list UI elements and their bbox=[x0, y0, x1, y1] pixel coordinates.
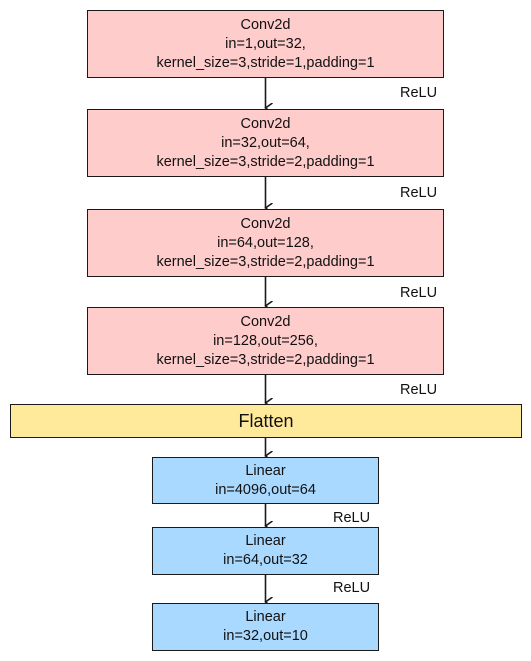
relu-activation-label: ReLU bbox=[333, 580, 371, 596]
layer-type-label: Linear bbox=[245, 609, 286, 625]
conv2d-layer-4: Conv2d in=128,out=256, kernel_size=3,str… bbox=[87, 307, 444, 375]
conv2d-layer-2: Conv2d in=32,out=64, kernel_size=3,strid… bbox=[87, 109, 444, 177]
layer-type-label: Conv2d bbox=[240, 215, 291, 232]
layer-io-label: in=64,out=32 bbox=[223, 552, 308, 568]
relu-activation-label: ReLU bbox=[400, 382, 438, 398]
layer-io-label: in=4096,out=64 bbox=[215, 481, 316, 498]
layer-params-label: kernel_size=3,stride=2,padding=1 bbox=[156, 153, 375, 170]
layer-params-label: kernel_size=3,stride=2,padding=1 bbox=[156, 351, 375, 368]
flatten-layer: Flatten bbox=[10, 404, 522, 438]
layer-type-label: Conv2d bbox=[240, 16, 291, 33]
linear-layer-2: Linear in=64,out=32 bbox=[152, 527, 379, 575]
layer-io-label: in=1,out=32, bbox=[225, 35, 306, 52]
layer-io-label: in=128,out=256, bbox=[213, 332, 318, 349]
flatten-label: Flatten bbox=[238, 410, 294, 431]
layer-params-label: kernel_size=3,stride=1,padding=1 bbox=[156, 54, 375, 71]
linear-layer-3: Linear in=32,out=10 bbox=[152, 603, 379, 651]
relu-activation-label: ReLU bbox=[400, 85, 438, 101]
layer-type-label: Linear bbox=[245, 462, 286, 479]
linear-layer-1: Linear in=4096,out=64 bbox=[152, 457, 379, 504]
layer-io-label: in=32,out=64, bbox=[221, 134, 310, 151]
relu-activation-label: ReLU bbox=[400, 185, 438, 201]
layer-io-label: in=64,out=128, bbox=[217, 234, 314, 251]
layer-type-label: Conv2d bbox=[240, 115, 291, 132]
relu-activation-label: ReLU bbox=[333, 510, 371, 526]
conv2d-layer-1: Conv2d in=1,out=32, kernel_size=3,stride… bbox=[87, 10, 444, 78]
layer-type-label: Conv2d bbox=[240, 313, 291, 330]
layer-type-label: Linear bbox=[245, 533, 286, 549]
layer-io-label: in=32,out=10 bbox=[223, 628, 308, 644]
conv2d-layer-3: Conv2d in=64,out=128, kernel_size=3,stri… bbox=[87, 209, 444, 277]
relu-activation-label: ReLU bbox=[400, 285, 438, 301]
layer-params-label: kernel_size=3,stride=2,padding=1 bbox=[156, 253, 375, 270]
